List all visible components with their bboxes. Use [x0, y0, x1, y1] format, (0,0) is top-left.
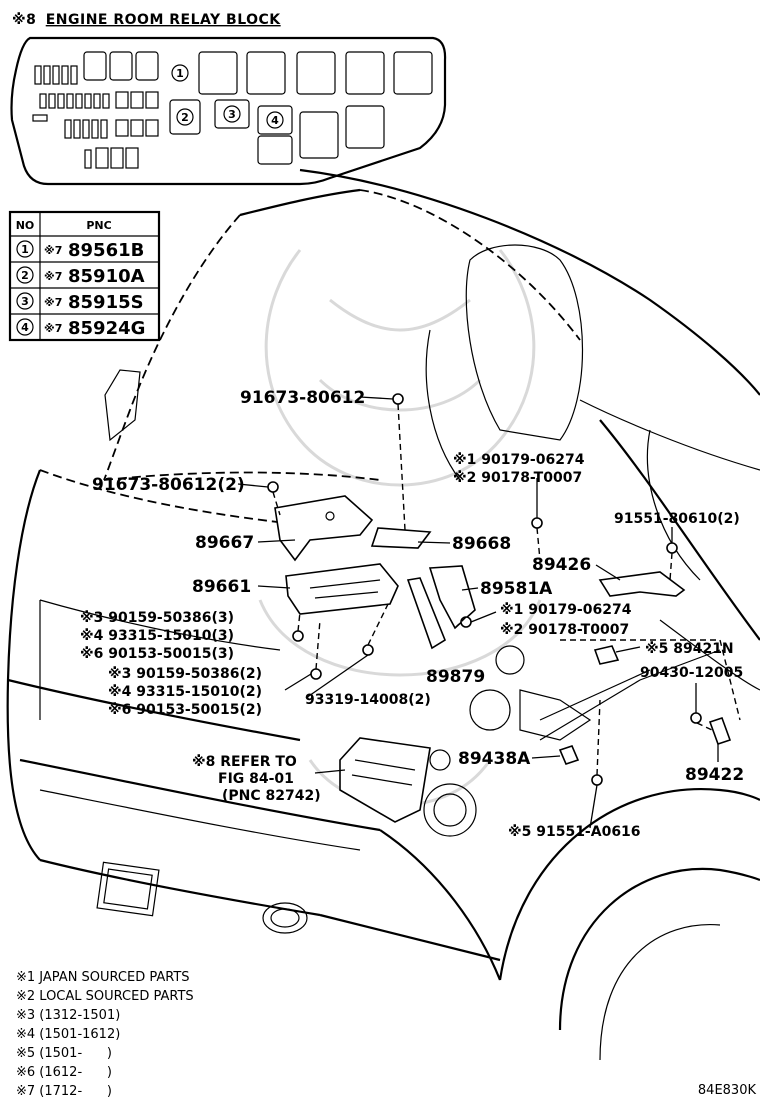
label-90430-12005: 90430-12005 — [640, 665, 743, 681]
svg-text:※7: ※7 — [44, 322, 62, 335]
label-91551-a0616: ※5 91551-A0616 — [508, 824, 641, 840]
svg-text:※7: ※7 — [44, 296, 62, 309]
footnotes: ※1 JAPAN SOURCED PARTS ※2 LOCAL SOURCED … — [16, 970, 194, 1099]
footnote: ※1 JAPAN SOURCED PARTS — [16, 970, 190, 985]
footnote: ※5 (1501- ) — [16, 1046, 112, 1061]
label-93315-15010-qty3: ※4 93315-15010(3) — [80, 628, 234, 644]
label-91673-80612-qty2: 91673-80612(2) — [92, 475, 245, 495]
footnote: ※6 (1612- ) — [16, 1065, 112, 1080]
footnote: ※3 (1312-1501) — [16, 1008, 120, 1023]
label-90179-06274-a: ※1 90179-06274 — [453, 452, 585, 468]
label-90159-50386-qty2: ※3 90159-50386(2) — [108, 666, 262, 682]
svg-text:※7: ※7 — [44, 270, 62, 283]
label-89668: 89668 — [452, 534, 511, 554]
label-89421n: ※5 89421N — [645, 641, 734, 657]
label-90178-t0007-b: ※2 90178-T0007 — [500, 622, 629, 638]
footnote: ※4 (1501-1612) — [16, 1027, 120, 1042]
svg-text:3: 3 — [21, 295, 29, 308]
bracket-89668 — [370, 527, 432, 549]
bracket-89667 — [274, 495, 374, 562]
bracket-89879 — [406, 577, 446, 650]
label-91551-80610-qty2: 91551-80610(2) — [614, 511, 740, 527]
footnote: ※7 (1712- ) — [16, 1084, 112, 1099]
bracket-89421n — [593, 645, 620, 665]
pnc-table: NO PNC 1 ※7 89561B 2 ※7 85910A 3 ※7 8591… — [8, 210, 161, 342]
pnc-table-row: 1 ※7 89561B — [16, 240, 144, 261]
sensor-89422 — [708, 716, 732, 746]
installation-lines — [272, 403, 741, 776]
label-90153-50015-qty3: ※6 90153-50015(3) — [80, 646, 234, 662]
svg-text:4: 4 — [271, 114, 279, 127]
label-89581a: 89581A — [480, 579, 553, 599]
label-refer-to: ※8 REFER TO — [192, 754, 297, 770]
bracket-89426 — [598, 571, 686, 597]
svg-text:※7: ※7 — [44, 244, 62, 257]
svg-text:85924G: 85924G — [68, 318, 145, 339]
label-90178-t0007-a: ※2 90178-T0007 — [453, 470, 582, 486]
label-93315-15010-qty2: ※4 93315-15010(2) — [108, 684, 262, 700]
label-refer-pnc: (PNC 82742) — [222, 788, 321, 804]
label-89879: 89879 — [426, 667, 485, 687]
pnc-table-row: 2 ※7 85910A — [16, 266, 145, 287]
svg-text:4: 4 — [21, 321, 29, 334]
label-89438a: 89438A — [458, 749, 531, 769]
vehicle-outline — [6, 168, 760, 1061]
label-93319-14008-qty2: 93319-14008(2) — [305, 692, 431, 708]
engine-components — [423, 645, 721, 837]
relay-position-markers: 1 2 3 4 — [171, 64, 284, 129]
label-89422: 89422 — [685, 765, 744, 785]
pnc-table-row: 4 ※7 85924G — [16, 318, 145, 339]
sensor-89438a — [558, 745, 580, 765]
relay-block-outline — [10, 36, 447, 186]
pnc-table-row: 3 ※7 85915S — [16, 292, 144, 313]
label-91673-80612: 91673-80612 — [240, 388, 365, 408]
relay-block-title: ※8 ENGINE ROOM RELAY BLOCK — [12, 12, 281, 28]
label-89667: 89667 — [195, 533, 254, 553]
leader-lines — [237, 396, 719, 829]
svg-text:2: 2 — [21, 269, 29, 282]
ecu-82742 — [339, 737, 431, 823]
pnc-table-header-pnc: PNC — [86, 219, 111, 232]
relay-block-title-text: ENGINE ROOM RELAY BLOCK — [46, 12, 282, 28]
label-refer-fig: FIG 84-01 — [218, 771, 294, 787]
svg-text:1: 1 — [176, 67, 184, 80]
label-89661: 89661 — [192, 577, 251, 597]
relay-block-fuses — [32, 51, 433, 169]
module-89661 — [285, 563, 399, 615]
figure-code: 84E830K — [698, 1083, 757, 1098]
svg-text:2: 2 — [181, 111, 189, 124]
svg-text:85910A: 85910A — [68, 266, 145, 287]
label-89426: 89426 — [532, 555, 591, 575]
footnote: ※2 LOCAL SOURCED PARTS — [16, 989, 194, 1004]
label-90153-50015-qty2: ※6 90153-50015(2) — [108, 702, 262, 718]
label-90179-06274-b: ※1 90179-06274 — [500, 602, 632, 618]
svg-text:1: 1 — [21, 243, 29, 256]
svg-text:85915S: 85915S — [68, 292, 144, 313]
svg-text:3: 3 — [228, 108, 236, 121]
label-90159-50386-qty3: ※3 90159-50386(3) — [80, 610, 234, 626]
svg-text:89561B: 89561B — [68, 240, 144, 261]
pnc-table-header-no: NO — [16, 219, 35, 232]
